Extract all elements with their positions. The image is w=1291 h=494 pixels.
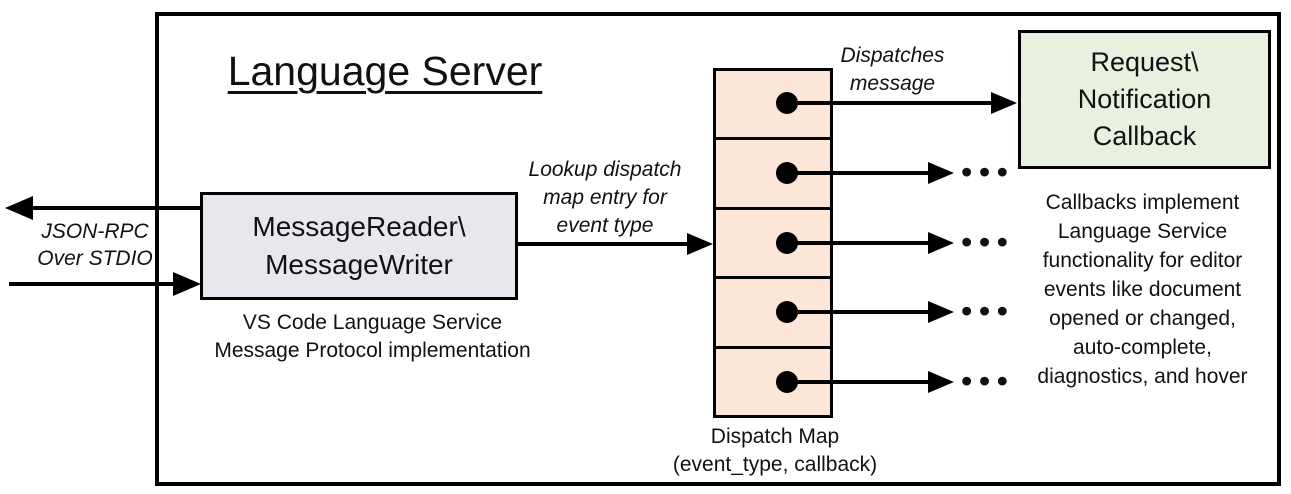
dispatches-message-annotation: Dispatches message <box>840 44 945 95</box>
dispatch-arrowhead-icon <box>928 371 954 393</box>
callbacks-description-note: Callbacks implement Language Service fun… <box>1037 191 1248 388</box>
dispatch-arrowhead-icon <box>991 92 1017 114</box>
json-rpc-stdio-label: JSON-RPC Over STDIO <box>37 220 153 270</box>
dispatch-map-cell <box>716 210 830 280</box>
dispatch-arrowhead-icon <box>928 301 954 323</box>
lookup-dispatch-annotation: Lookup dispatch map entry for event type <box>528 158 682 237</box>
more-callbacks-ellipsis: ••• <box>961 363 1015 398</box>
more-callbacks-ellipsis: ••• <box>961 293 1015 328</box>
lookup-arrowhead-icon <box>687 233 713 255</box>
request-notification-callback-node: Request\ Notification Callback <box>1018 30 1271 169</box>
stdout-arrowhead-left-icon <box>5 196 33 220</box>
stdin-arrowhead-right-icon <box>173 272 201 296</box>
language-server-boundary <box>155 12 1281 486</box>
more-callbacks-ellipsis: ••• <box>961 154 1015 189</box>
dispatch-arrowhead-icon <box>928 162 954 184</box>
more-callbacks-ellipsis: ••• <box>961 224 1015 259</box>
diagram-title: Language Server <box>227 48 543 94</box>
dispatch-map-cell <box>716 71 830 141</box>
dispatch-map-cell <box>716 279 830 349</box>
reader-caption: VS Code Language Service Message Protoco… <box>214 311 531 362</box>
dispatch-map-caption: Dispatch Map (event_type, callback) <box>672 425 878 476</box>
dispatch-map-node <box>713 68 833 418</box>
message-reader-writer-node: MessageReader\ MessageWriter <box>200 192 518 300</box>
dispatch-map-cell <box>716 140 830 210</box>
dispatch-arrowhead-icon <box>928 232 954 254</box>
